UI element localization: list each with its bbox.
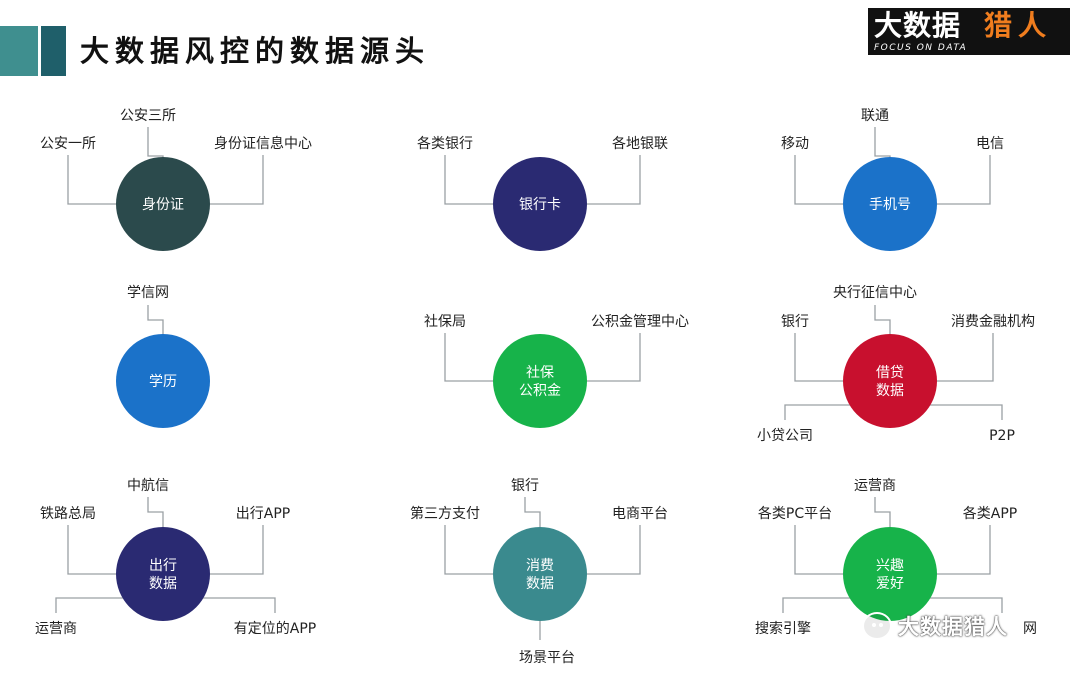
connector bbox=[198, 597, 276, 613]
node-phone-label: 移动 bbox=[781, 136, 809, 152]
logo-accent-text: 猎人 bbox=[984, 9, 1053, 42]
node-education-label: 学信网 bbox=[127, 285, 169, 301]
node-phone-label: 联通 bbox=[861, 108, 889, 124]
node-consumption-title: 消费 bbox=[526, 558, 554, 574]
node-travel-label: 出行APP bbox=[236, 506, 290, 522]
node-interests-circle bbox=[843, 527, 937, 621]
node-travel-title: 出行 bbox=[149, 558, 177, 574]
node-social-security-circle bbox=[493, 334, 587, 428]
node-consumption-label: 第三方支付 bbox=[410, 505, 480, 522]
node-credit-label: 银行 bbox=[781, 314, 809, 330]
node-social-security-label: 公积金管理中心 bbox=[591, 314, 689, 330]
node-id-card-label: 公安三所 bbox=[120, 108, 176, 124]
node-bank-card-title: 银行卡 bbox=[519, 197, 561, 213]
node-consumption-label: 电商平台 bbox=[612, 506, 668, 522]
node-consumption-label: 银行 bbox=[511, 478, 539, 494]
node-phone: 手机号 移动 联通 电信 bbox=[781, 108, 1004, 251]
wechat-watermark: 大数据猎人 bbox=[862, 606, 1008, 646]
node-credit: 借贷 数据 银行 央行征信中心 消费金融机构 小贷公司 P2P bbox=[757, 285, 1035, 444]
node-id-card-title: 身份证 bbox=[142, 197, 184, 213]
wechat-icon bbox=[862, 612, 892, 640]
node-bank-card-label: 各地银联 bbox=[612, 136, 668, 152]
node-travel-label: 运营商 bbox=[35, 621, 77, 637]
connector bbox=[782, 597, 855, 613]
node-phone-title: 手机号 bbox=[869, 197, 911, 213]
node-credit-label: 央行征信中心 bbox=[833, 285, 917, 301]
node-interests-label: 各类PC平台 bbox=[758, 506, 832, 522]
page-title: 大数据风控的数据源头 bbox=[80, 34, 431, 68]
node-bank-card: 银行卡 各类银行 各地银联 bbox=[417, 136, 668, 251]
node-id-card: 身份证 公安一所 公安三所 身份证信息中心 bbox=[40, 108, 312, 251]
node-interests-label: 运营商 bbox=[854, 478, 896, 494]
watermark-text: 大数据猎人 bbox=[898, 615, 1008, 639]
node-travel-label: 铁路总局 bbox=[40, 506, 96, 522]
node-social-security-title: 公积金 bbox=[519, 383, 561, 399]
node-education-circle bbox=[116, 334, 210, 428]
brand-logo: 大数据 猎人 FOCUS ON DATA bbox=[868, 8, 1070, 55]
node-bank-card-label: 各类银行 bbox=[417, 136, 473, 152]
node-credit-title: 数据 bbox=[876, 383, 904, 399]
node-travel-label: 有定位的APP bbox=[234, 621, 316, 637]
connector bbox=[925, 404, 1003, 420]
node-interests-label: 搜索引擎 bbox=[755, 620, 811, 637]
node-consumption: 消费 数据 第三方支付 银行 电商平台 场景平台 bbox=[410, 478, 668, 666]
node-social-security: 社保 公积金 社保局 公积金管理中心 bbox=[424, 314, 689, 428]
node-credit-label: 小贷公司 bbox=[757, 428, 813, 444]
node-credit-circle bbox=[843, 334, 937, 428]
node-consumption-title: 数据 bbox=[526, 576, 554, 592]
node-social-security-title: 社保 bbox=[526, 365, 554, 381]
connector bbox=[784, 404, 855, 420]
connector bbox=[925, 597, 1003, 613]
node-phone-label: 电信 bbox=[976, 136, 1004, 152]
node-interests-label: 网 bbox=[1023, 621, 1037, 637]
node-interests-label: 各类APP bbox=[963, 506, 1017, 522]
header-accent-block-dark bbox=[41, 26, 66, 76]
node-bank-card-circle bbox=[493, 157, 587, 251]
header-accent-block-light bbox=[0, 26, 38, 76]
node-id-card-label: 身份证信息中心 bbox=[214, 135, 312, 152]
node-phone-circle bbox=[843, 157, 937, 251]
node-travel-label: 中航信 bbox=[127, 478, 169, 494]
node-education-title: 学历 bbox=[149, 374, 177, 390]
logo-tagline: FOCUS ON DATA bbox=[874, 43, 968, 53]
node-interests-title: 爱好 bbox=[876, 576, 904, 592]
node-id-card-label: 公安一所 bbox=[40, 136, 96, 152]
node-interests-title: 兴趣 bbox=[876, 558, 904, 574]
node-travel-title: 数据 bbox=[149, 576, 177, 592]
node-credit-label: P2P bbox=[989, 428, 1015, 444]
node-travel-circle bbox=[116, 527, 210, 621]
node-travel: 出行 数据 铁路总局 中航信 出行APP 运营商 有定位的APP bbox=[35, 478, 316, 637]
node-credit-title: 借贷 bbox=[876, 365, 904, 381]
node-credit-label: 消费金融机构 bbox=[951, 314, 1035, 330]
node-consumption-label: 场景平台 bbox=[519, 650, 575, 666]
node-education: 学历 学信网 bbox=[116, 285, 210, 428]
node-interests: 兴趣 爱好 各类PC平台 运营商 各类APP 搜索引擎 网 bbox=[755, 478, 1037, 637]
connector bbox=[55, 597, 128, 613]
node-id-card-circle bbox=[116, 157, 210, 251]
logo-main-text: 大数据 bbox=[874, 9, 962, 42]
node-social-security-label: 社保局 bbox=[424, 314, 466, 330]
node-consumption-circle bbox=[493, 527, 587, 621]
